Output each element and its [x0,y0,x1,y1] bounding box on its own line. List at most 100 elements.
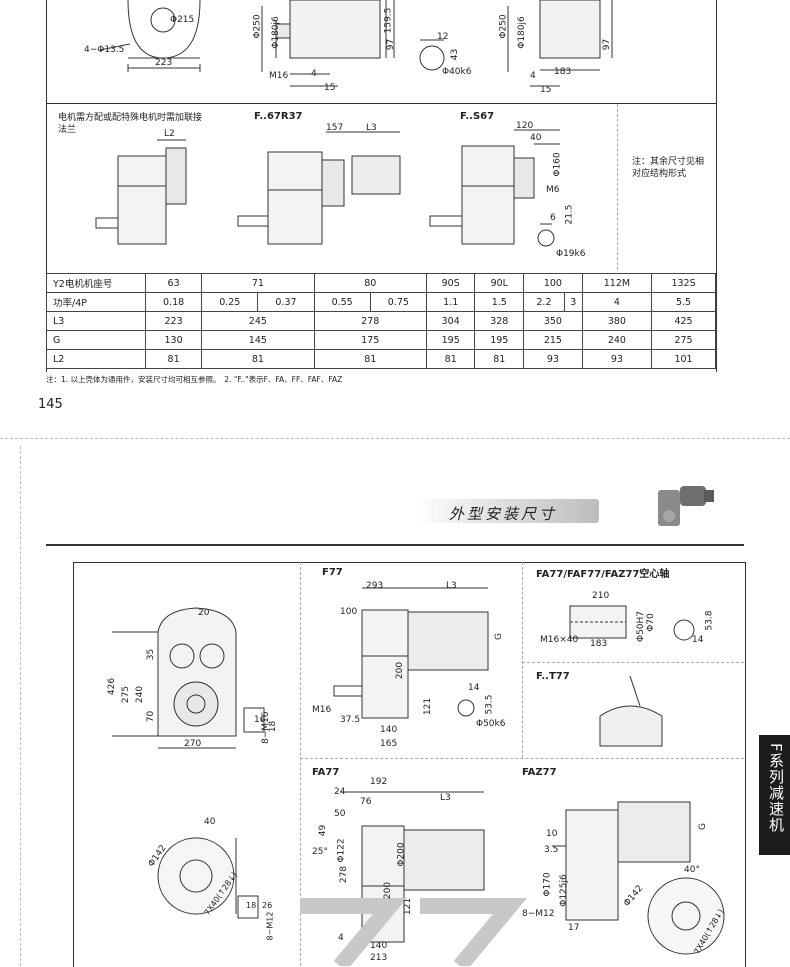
dim-d250a: Φ250 [252,14,263,39]
table-cell: 80 [313,273,427,293]
dim-50: 50 [334,809,346,819]
row-label: Y2电机机座号 [46,273,146,293]
dim-d160: Φ160 [552,152,563,177]
title-f67r37: F..67R37 [254,111,303,122]
dim-76: 76 [360,797,372,807]
dim-d122: Φ122 [336,838,347,863]
table-cell: 145 [201,330,315,350]
title-ft77: F..T77 [536,671,570,682]
dim-d183a: 183 [554,67,572,77]
dim-l3-fa77: L3 [440,793,451,803]
dim-6: 6 [550,213,556,223]
table-cell: 90S [425,273,476,293]
dim-d43: 43 [450,48,461,61]
dim-17: 17 [568,923,580,933]
dim-538: 53.8 [704,610,715,631]
table-row: 功率/4P 0.18 0.25 0.37 0.55 0.75 1.1 1.5 2… [46,292,716,312]
dim-213: 213 [370,953,388,963]
dim-d215: Φ215 [170,15,195,25]
dim-121: 121 [423,697,434,716]
vertical-divider [300,562,301,966]
table-cell: 112M [581,273,653,293]
dim-m16-f77: M16 [312,705,332,715]
dim-d4a: 4 [311,69,317,79]
dim-120: 120 [516,121,534,131]
dim-535: 53.5 [484,694,495,715]
dim-40-fa77: 40 [204,817,216,827]
table-cell: 245 [201,311,315,331]
table-cell: 81 [144,349,203,369]
title-f77: F77 [322,567,343,578]
dim-140-fa77: 140 [370,941,388,951]
dim-18-fa77: 18 [246,901,257,910]
dim-215: 21.5 [564,204,575,225]
table-cell: 275 [651,330,716,350]
dim-d1256: Φ125j6 [558,874,569,907]
note-right: 注：其余尺寸见相对应结构形式 [632,157,705,179]
section-heading: 外型安装尺寸 [415,499,599,523]
top-divider [46,103,716,104]
dim-210: 210 [592,591,610,601]
drawing-frame [73,562,746,967]
dim-d200: Φ200 [396,842,407,867]
table-cell: 93 [523,349,583,369]
page-number: 145 [38,397,63,412]
dim-m12-faz: 8−M12 [522,909,555,919]
table-cell: 240 [581,330,653,350]
page-separator-vertical [20,446,21,966]
table-cell: 195 [474,330,525,350]
dim-200b: 200 [383,881,394,900]
dim-g-faz: G [697,823,708,830]
dim-49: 49 [318,824,329,837]
table-cell: 93 [581,349,653,369]
dim-m16: 8−M16 [261,711,271,744]
vertical-divider-2 [522,562,523,758]
table-row: L3 223 245 278 304 328 350 380 425 [46,311,716,331]
table-cell: 5.5 [651,292,716,312]
dim-d180a: Φ180j6 [270,16,281,49]
heading-rule [46,544,744,546]
table-cell: 100 [523,273,583,293]
dim-d250b: Φ250 [498,14,509,39]
dim-192: 192 [370,777,388,787]
table-cell: 195 [425,330,476,350]
dim-m12: 8−M12 [265,911,275,941]
dim-l3: L3 [446,581,457,591]
dim-35: 35 [146,648,157,661]
dim-40deg: 40° [684,865,700,875]
table-cell: 215 [523,330,583,350]
dim-26: 26 [262,901,273,910]
motor-spec-table: Y2电机机座号 63 71 80 90S 90L 100 112M 132S 功… [46,273,716,369]
page-separator [0,438,790,439]
table-cell: 350 [523,311,583,331]
dim-20: 20 [198,608,210,618]
table-cell: 101 [651,349,716,369]
table-row: Y2电机机座号 63 71 80 90S 90L 100 112M 132S [46,273,716,293]
table-cell: 71 [201,273,315,293]
dim-d97b: 97 [602,38,613,51]
table-cell: 278 [313,311,427,331]
note-left: 电机需方配或配特殊电机时需加联接法兰 [58,113,203,135]
dim-121-fa77: 121 [403,897,414,916]
title-hollow: FA77/FAF77/FAZ77空心轴 [536,569,670,580]
dim-d19k6: Φ19k6 [556,249,586,259]
dim-70: 70 [146,710,157,723]
dim-24: 24 [334,787,346,797]
dim-d1595: 159.5 [383,7,394,34]
dim-m16x40: M16×40 [540,635,579,645]
gearbox-photo [658,486,714,526]
row-label: 功率/4P [46,292,146,312]
dim-275: 275 [121,685,132,704]
table-cell: 328 [474,311,525,331]
series-tab-label: F系列减速机 [767,743,785,833]
dim-14-hollow: 14 [692,635,704,645]
dim-25: 25° [312,847,328,857]
table-cell: 0.55 [313,292,371,312]
label-l2: L2 [164,129,175,139]
table-cell: 0.75 [369,292,427,312]
table-cell: 3 [563,292,583,312]
title-faz77: FAZ77 [522,767,557,778]
dim-140: 140 [380,725,398,735]
top-divider-dashed [617,104,618,270]
row-label: L3 [46,311,146,331]
